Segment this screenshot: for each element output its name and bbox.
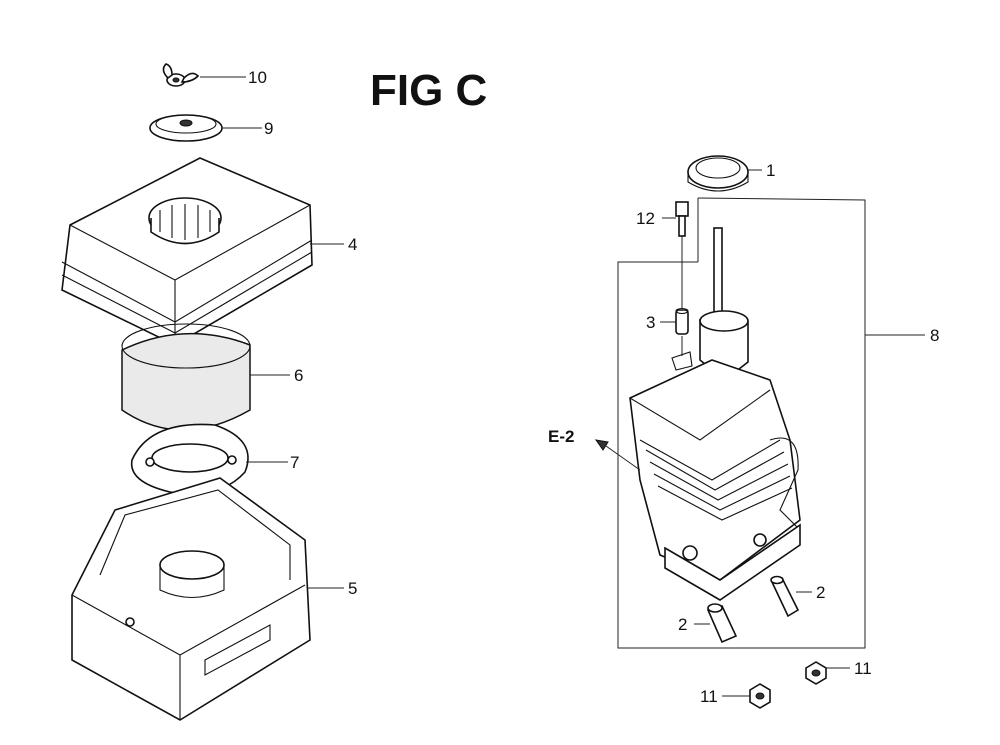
- callout-8: 8: [930, 326, 940, 345]
- callout-10: 10: [248, 68, 267, 87]
- part-air-cleaner-cover: [61, 157, 344, 346]
- callout-11-right: 11: [854, 659, 872, 678]
- callout-3: 3: [646, 313, 656, 332]
- figure-title: FIG C: [370, 66, 488, 115]
- callout-e2: E-2: [548, 427, 575, 446]
- part-air-cleaner-case: [71, 477, 344, 721]
- part-dowel-pin: [660, 307, 689, 335]
- callout-4: 4: [348, 235, 358, 254]
- part-foam-element: [121, 323, 290, 431]
- part-wing-nut: [162, 63, 246, 87]
- callout-2-left: 2: [678, 615, 688, 634]
- callout-9: 9: [264, 119, 274, 138]
- callout-2-right: 2: [816, 583, 826, 602]
- assembly-frame: [617, 197, 925, 649]
- part-nut-right: [805, 661, 850, 685]
- part-tube-right: [770, 575, 812, 618]
- callout-12: 12: [636, 209, 655, 228]
- part-gasket: [130, 423, 288, 495]
- callout-11-left: 11: [700, 687, 718, 706]
- part-washer-plate: [149, 114, 262, 142]
- part-nut-left: [722, 683, 771, 709]
- callout-1: 1: [766, 161, 776, 180]
- part-tube-left: [694, 603, 738, 644]
- part-bolt: [662, 201, 689, 237]
- part-cylinder-assembly: [594, 227, 801, 601]
- part-seal-ring: [687, 155, 762, 192]
- callout-5: 5: [348, 579, 358, 598]
- callout-6: 6: [294, 366, 304, 385]
- callout-7: 7: [290, 453, 300, 472]
